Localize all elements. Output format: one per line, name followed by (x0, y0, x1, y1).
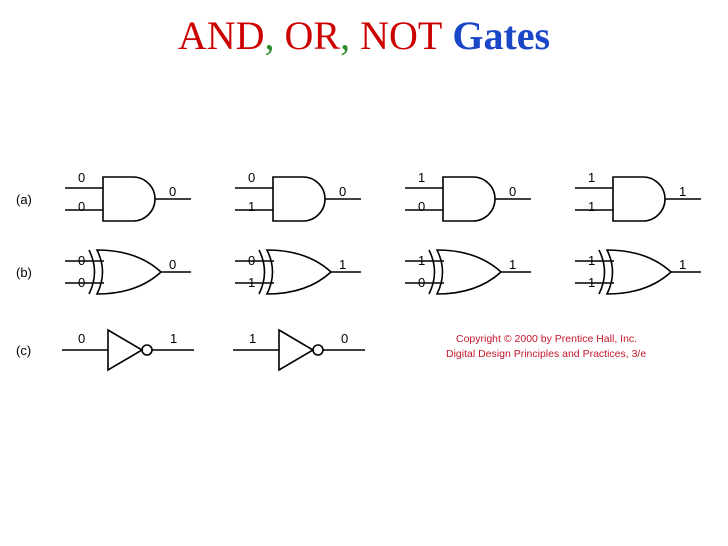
or-gate-input-curve (598, 249, 606, 295)
and-gate: 0 0 0 (65, 170, 191, 222)
input-value: 1 (588, 253, 595, 268)
title-not: NOT (350, 13, 443, 58)
row-label: (a) (16, 192, 32, 207)
input-value: 1 (248, 275, 255, 290)
input-value: 0 (418, 199, 425, 214)
or-gate: 0 1 1 (235, 249, 361, 295)
row-label: (c) (16, 343, 31, 358)
and-gate-symbol (102, 176, 156, 222)
title-or: OR (274, 13, 341, 58)
input-value: 0 (418, 275, 425, 290)
input-value: 0 (78, 331, 85, 346)
input-value: 1 (418, 170, 425, 185)
not-gate-symbol (107, 328, 144, 372)
and-gate-symbol (272, 176, 326, 222)
and-gate: 0 1 0 (235, 170, 361, 222)
title-comma-2: , (340, 13, 351, 58)
or-gate: 1 0 1 (405, 249, 531, 295)
input-value: 1 (418, 253, 425, 268)
output-value: 1 (679, 184, 686, 199)
title-comma-1: , (264, 13, 275, 58)
or-gate-input-curve (428, 249, 436, 295)
input-value: 1 (588, 199, 595, 214)
or-gate-symbol (265, 249, 333, 295)
or-gate-input-curve (88, 249, 96, 295)
output-value: 0 (169, 257, 176, 272)
and-gate: 1 0 0 (405, 170, 531, 222)
input-value: 1 (249, 331, 256, 346)
input-value: 1 (248, 199, 255, 214)
input-value: 0 (248, 170, 255, 185)
slide-title: AND, OR, NOT Gates (0, 10, 728, 62)
copyright-line-1: Copyright © 2000 by Prentice Hall, Inc. (456, 333, 638, 345)
or-gate-symbol (95, 249, 163, 295)
output-value: 1 (509, 257, 516, 272)
or-gate: 1 1 1 (575, 249, 701, 295)
input-value: 1 (588, 170, 595, 185)
copyright-line-2: Digital Design Principles and Practices,… (446, 348, 647, 360)
and-gate-symbol (612, 176, 666, 222)
copyright-notice: Copyright © 2000 by Prentice Hall, Inc. … (446, 332, 646, 362)
input-value: 0 (78, 275, 85, 290)
title-and: AND (177, 13, 265, 58)
and-gate: 1 1 1 (575, 170, 701, 222)
output-value: 0 (339, 184, 346, 199)
row-label: (b) (16, 265, 32, 280)
or-gate: 0 0 0 (65, 249, 191, 295)
output-value: 1 (339, 257, 346, 272)
title-gates: Gates (442, 13, 551, 58)
or-gate-symbol (435, 249, 503, 295)
input-value: 0 (78, 170, 85, 185)
output-value: 1 (679, 257, 686, 272)
input-value: 0 (248, 253, 255, 268)
input-value: 1 (588, 275, 595, 290)
output-value: 0 (509, 184, 516, 199)
and-gate-symbol (442, 176, 496, 222)
input-value: 0 (78, 253, 85, 268)
or-gate-symbol (605, 249, 673, 295)
input-value: 0 (78, 199, 85, 214)
output-value: 1 (170, 331, 177, 346)
not-gate-symbol (278, 328, 315, 372)
output-value: 0 (341, 331, 348, 346)
or-gate-input-curve (258, 249, 266, 295)
output-value: 0 (169, 184, 176, 199)
